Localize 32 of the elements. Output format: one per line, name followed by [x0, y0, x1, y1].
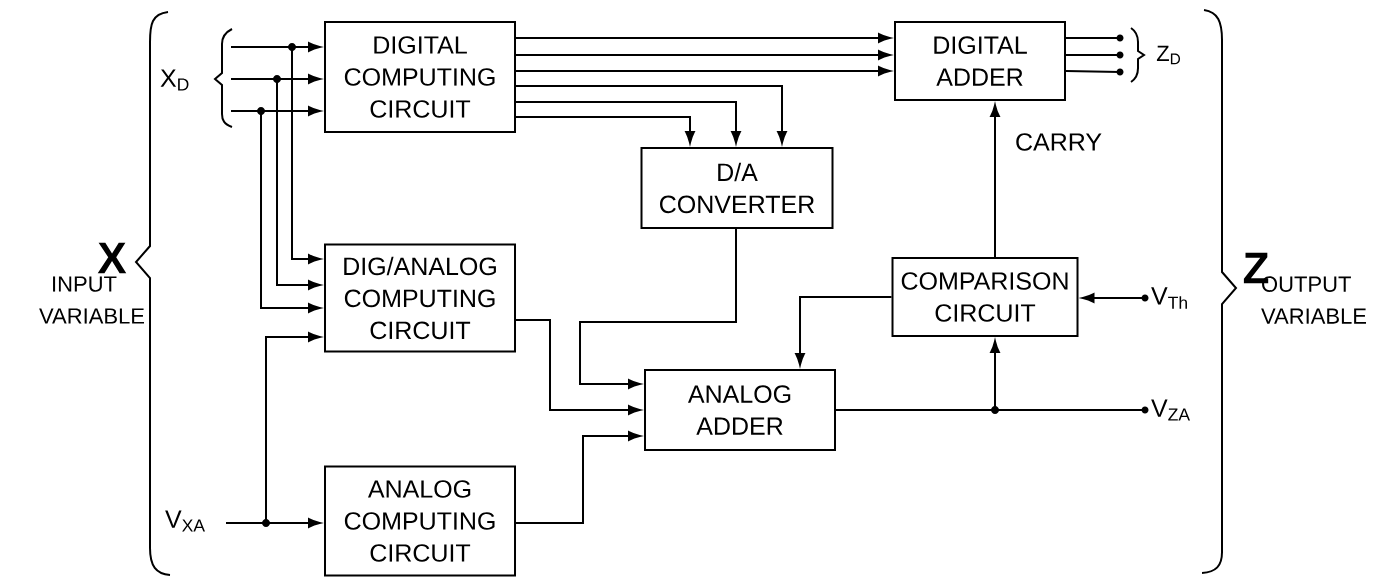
arrow	[230, 78, 321, 290]
arrow	[225, 518, 321, 528]
signal-label: V$_{ZA}$	[1151, 399, 1190, 421]
caption-text: X	[97, 242, 127, 274]
arrow	[515, 33, 891, 43]
caption-text: INPUT VARIABLE	[39, 276, 144, 324]
arrow	[515, 66, 891, 76]
block-box: COMPARISON CIRCUIT	[891, 257, 1079, 337]
arrow	[230, 110, 321, 313]
signal-label: V$_{XA}$	[165, 510, 205, 532]
block-box: ANALOG ADDER	[644, 369, 836, 451]
signal-label: V$_{Th}$	[1151, 287, 1187, 309]
arrow	[515, 101, 741, 144]
arrow	[1082, 293, 1145, 303]
arrow	[230, 46, 321, 264]
block-box: DIGITAL ADDER	[894, 21, 1066, 101]
arrow	[515, 85, 787, 144]
arrow	[795, 296, 893, 366]
arrow	[515, 431, 641, 524]
block-box: DIG/ANALOG COMPUTING CIRCUIT	[324, 243, 516, 353]
arrow	[515, 116, 695, 144]
arrow	[515, 319, 641, 415]
edge-label: CARRY	[1013, 131, 1105, 153]
caption-text: Z$_{D}$	[1156, 45, 1181, 65]
arrow	[835, 340, 1000, 411]
arrow	[579, 228, 737, 389]
arrow	[515, 50, 891, 60]
block-box: ANALOG COMPUTING CIRCUIT	[324, 465, 516, 577]
signal-label: X$_{D}$	[160, 69, 189, 91]
arrow	[990, 104, 1000, 258]
block-box: DIGITAL COMPUTING CIRCUIT	[324, 21, 516, 133]
block-box: D/A CONVERTER	[640, 147, 834, 229]
